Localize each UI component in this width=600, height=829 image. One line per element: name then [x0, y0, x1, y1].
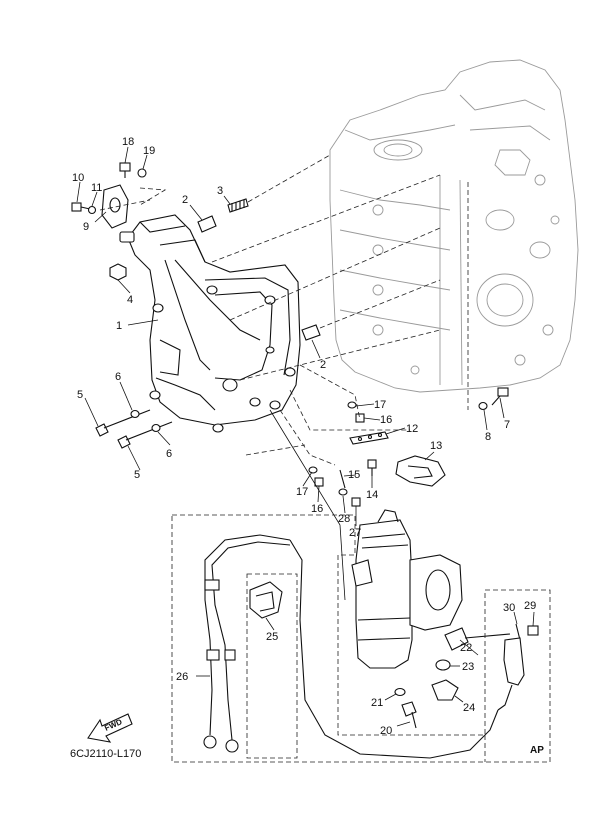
callout-27: 27 — [349, 527, 361, 539]
callout-1: 1 — [116, 320, 122, 332]
callout-26: 26 — [176, 671, 188, 683]
fwd-arrow: FWD — [87, 713, 133, 743]
ap-label: AP — [530, 745, 544, 756]
callout-25: 25 — [266, 631, 278, 643]
callout-2-lower: 2 — [320, 359, 326, 371]
callout-11: 11 — [91, 182, 102, 194]
plate-part-9 — [101, 184, 129, 229]
callout-5-upper: 5 — [77, 389, 83, 401]
callout-18: 18 — [122, 136, 134, 148]
alignment-lines — [99, 154, 469, 601]
callout-17-lower: 17 — [296, 486, 308, 498]
callout-6-upper: 6 — [115, 371, 121, 383]
callout-14: 14 — [366, 489, 378, 501]
callout-2-upper: 2 — [182, 194, 188, 206]
callout-3: 3 — [217, 185, 223, 197]
callout-labels: 18 19 10 11 9 3 2 4 1 6 5 5 6 2 7 8 17 1… — [72, 136, 536, 737]
callout-21: 21 — [371, 697, 383, 709]
callout-24: 24 — [463, 702, 475, 714]
starter-hardware — [289, 539, 539, 759]
callout-7: 7 — [504, 419, 510, 431]
callout-leaders — [76, 146, 535, 727]
hardware-parts — [71, 162, 509, 507]
diagram-code: 6CJ2110-L170 — [70, 748, 141, 760]
callout-22: 22 — [460, 642, 472, 654]
dashed-group-boxes — [171, 514, 551, 763]
callout-16-upper: 16 — [380, 414, 392, 426]
callout-28: 28 — [338, 513, 350, 525]
callout-17-upper: 17 — [374, 399, 386, 411]
callout-23: 23 — [462, 661, 474, 673]
callout-29: 29 — [524, 600, 536, 612]
starter-motor — [351, 509, 463, 669]
callout-5-lower: 5 — [134, 469, 140, 481]
callout-15: 15 — [348, 469, 360, 481]
callout-13: 13 — [430, 440, 442, 452]
callout-10: 10 — [72, 172, 84, 184]
callout-30: 30 — [503, 602, 515, 614]
callout-4: 4 — [127, 294, 133, 306]
engine-mount-bracket — [119, 214, 301, 433]
callout-9: 9 — [83, 221, 89, 233]
callout-16-lower: 16 — [311, 503, 323, 515]
callout-8: 8 — [485, 431, 491, 443]
callout-6-lower: 6 — [166, 448, 172, 460]
callout-12: 12 — [406, 423, 418, 435]
callout-19: 19 — [143, 145, 155, 157]
callout-20: 20 — [380, 725, 392, 737]
engine-block-ghost — [329, 59, 579, 393]
battery-cables — [203, 534, 291, 753]
